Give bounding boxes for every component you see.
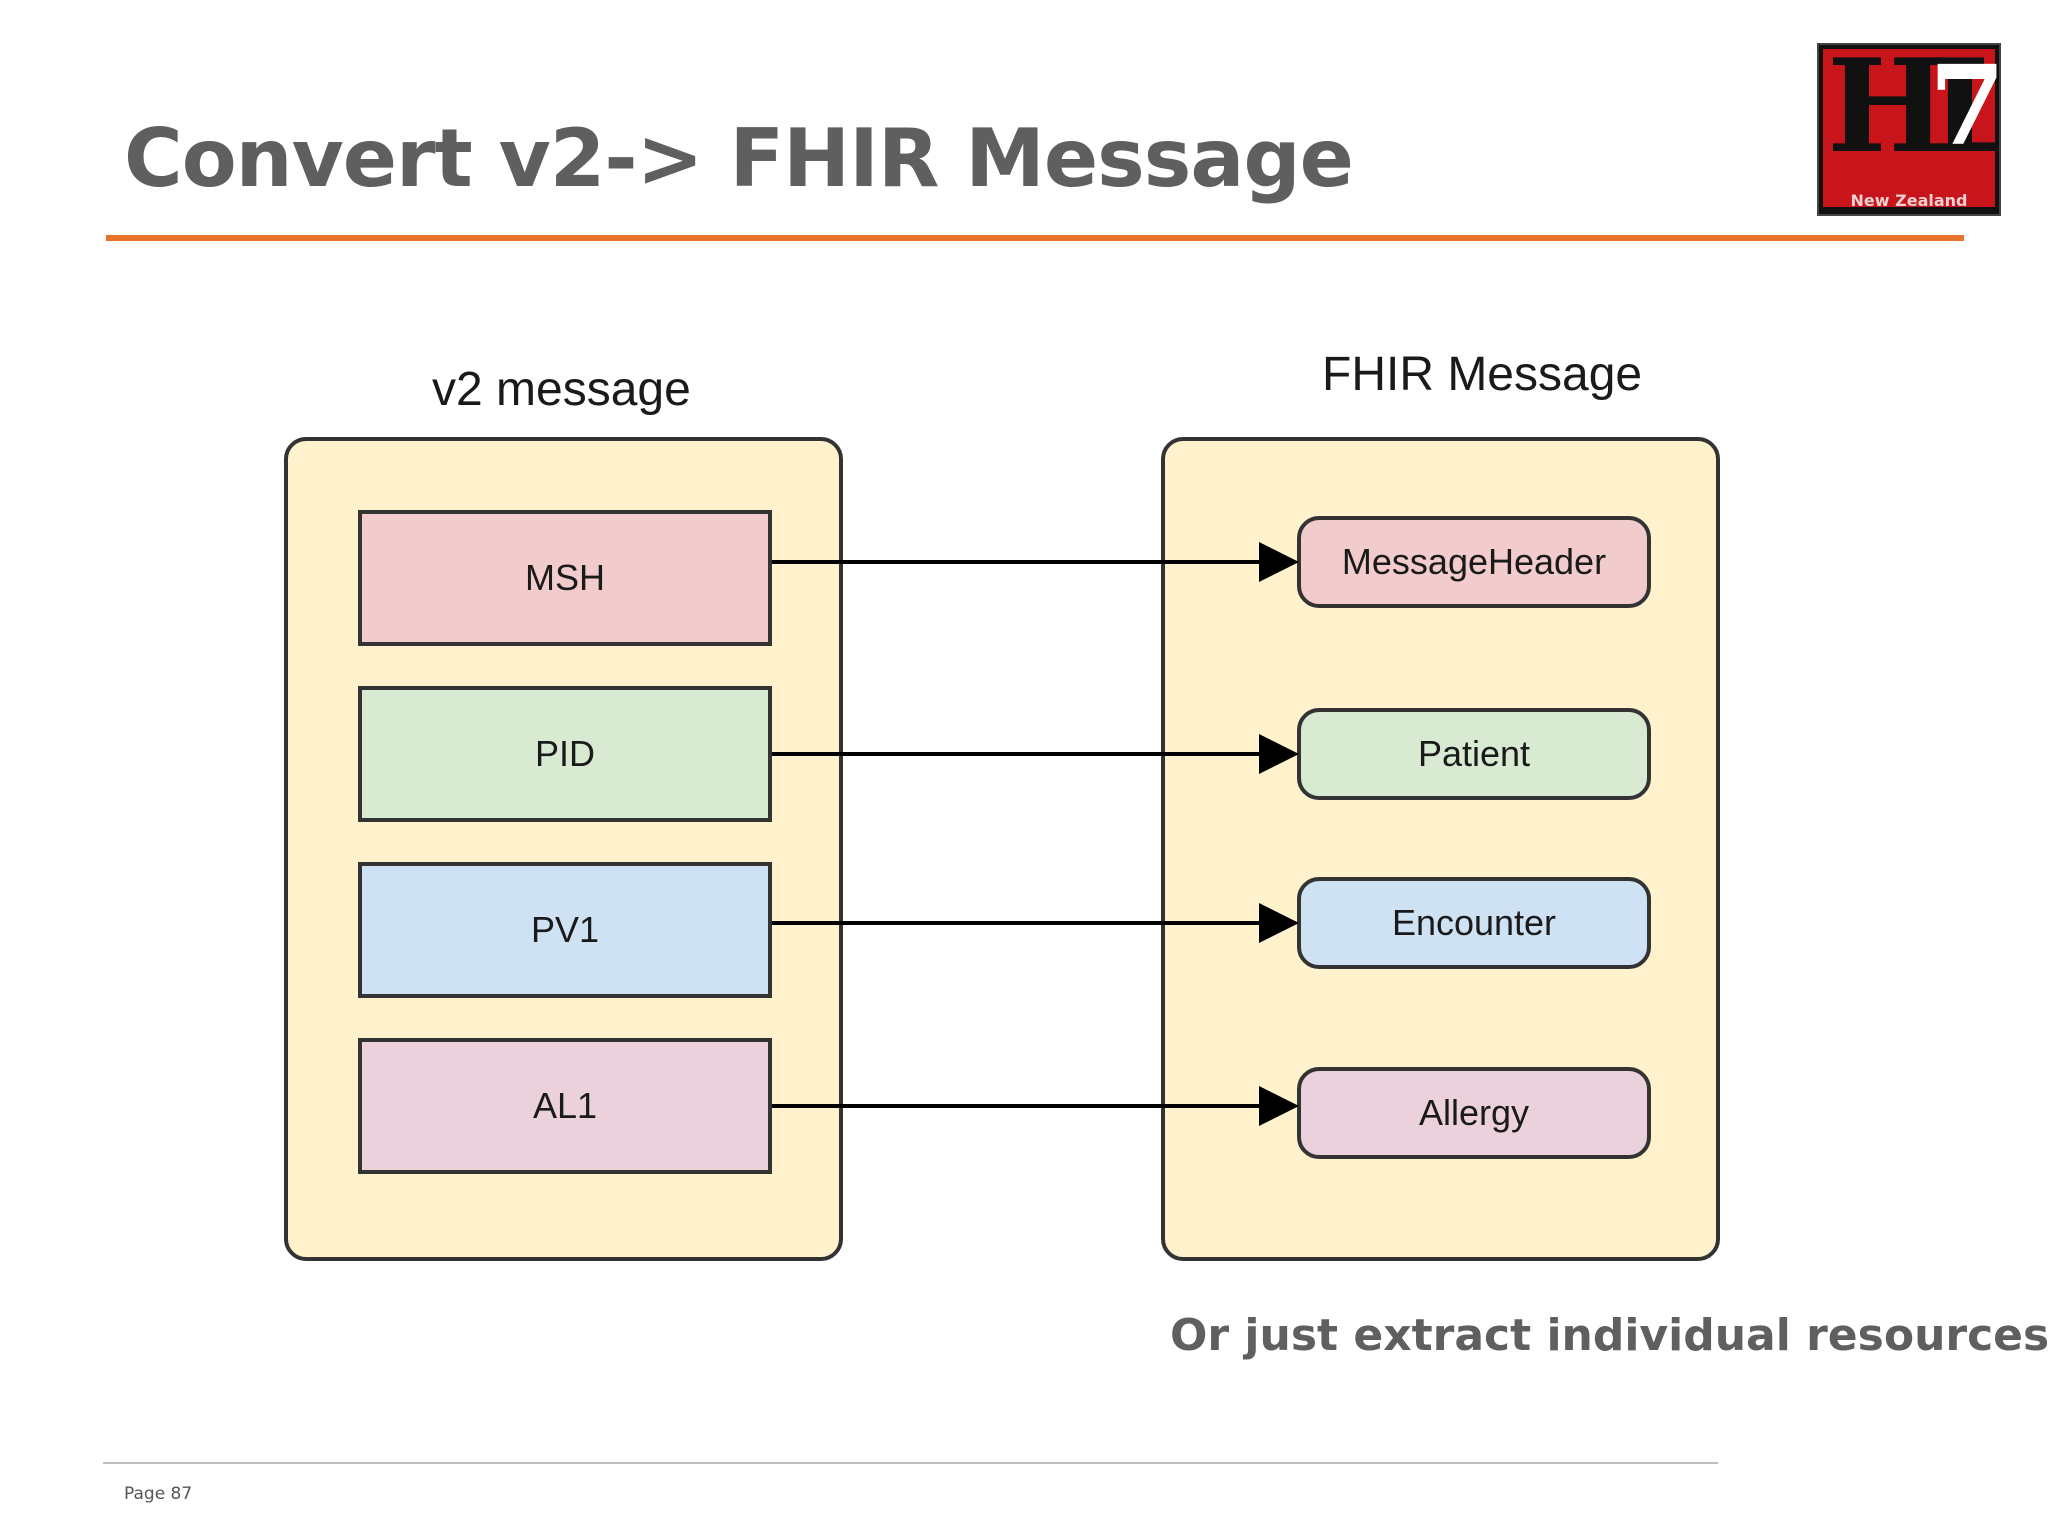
logo-background <box>1823 49 1995 207</box>
footer-divider <box>103 1462 1718 1464</box>
fhir-resource-patient: Patient <box>1297 708 1651 800</box>
v2-segment-pv1: PV1 <box>358 862 772 998</box>
hl7-new-zealand-logo: HL 7 New Zealand <box>1817 43 2001 216</box>
logo-seven: 7 <box>1929 43 2001 170</box>
fhir-message-label: FHIR Message <box>1322 348 1643 401</box>
page-number: Page 87 <box>124 1484 193 1504</box>
title-underline <box>106 235 1964 241</box>
slide-title: Convert v2-> FHIR Message <box>124 112 1354 205</box>
subnote-text: Or just extract individual resources… <box>1170 1310 2048 1361</box>
v2-segment-msh: MSH <box>358 510 772 646</box>
v2-message-label: v2 message <box>432 363 691 416</box>
logo-hl: HL <box>1827 43 2001 182</box>
fhir-resource-allergy: Allergy <box>1297 1067 1651 1159</box>
v2-segment-al1: AL1 <box>358 1038 772 1174</box>
fhir-resource-encounter: Encounter <box>1297 877 1651 969</box>
fhir-resource-messageheader: MessageHeader <box>1297 516 1651 608</box>
v2-segment-pid: PID <box>358 686 772 822</box>
logo-caption: New Zealand <box>1850 191 1968 210</box>
